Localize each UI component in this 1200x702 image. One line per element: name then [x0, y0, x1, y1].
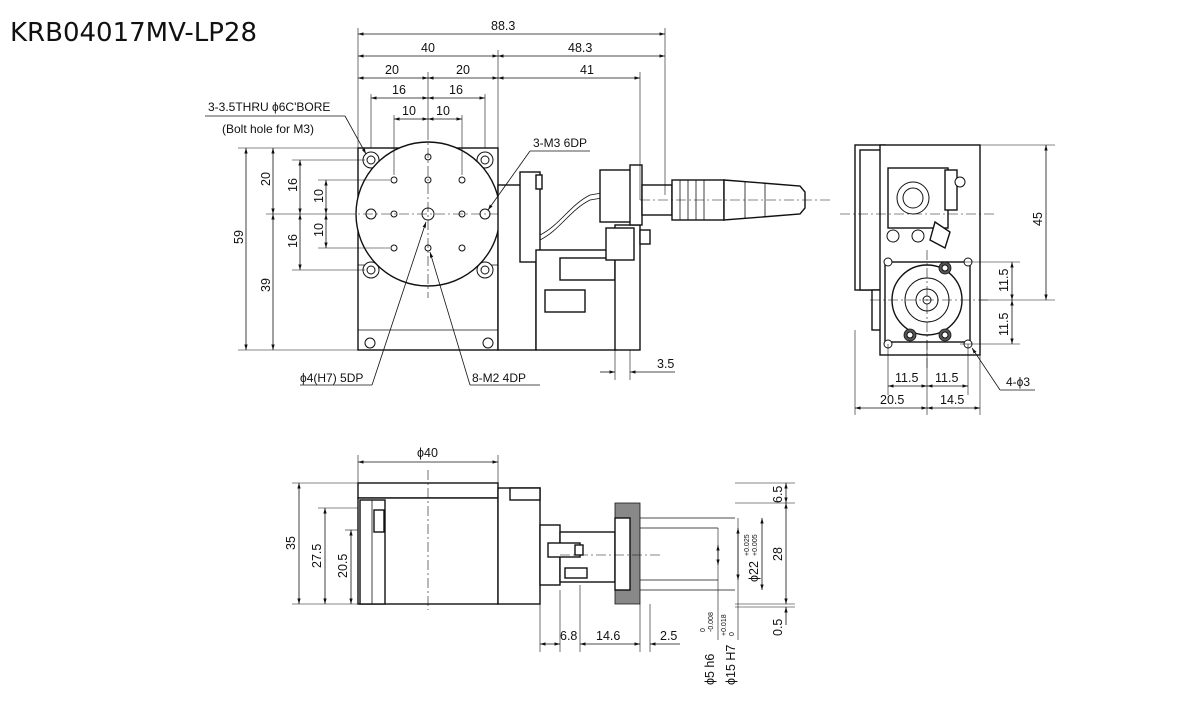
dim-h-14-6: 14.6 — [596, 629, 620, 643]
end-view: 45 11.5 11.5 11.5 11.5 20.5 14.5 4-ϕ3 — [840, 144, 1055, 415]
dim-20-a: 20 — [385, 63, 399, 77]
note-pin-hole: ϕ4(H7) 5DP — [300, 371, 363, 385]
dim-10-a: 10 — [402, 104, 416, 118]
dim-88-3: 88.3 — [491, 19, 515, 33]
end-dimensions — [854, 144, 1055, 415]
dim-v-11-5-a: 11.5 — [997, 269, 1011, 292]
drawing-title: KRB04017MV-LP28 — [10, 18, 257, 48]
front-dimensions — [292, 455, 795, 652]
dim-16-a: 16 — [392, 83, 406, 97]
dim-v-28: 28 — [771, 547, 785, 561]
dim-h-11-5-b: 11.5 — [935, 371, 958, 385]
dim-v-10-a: 10 — [312, 189, 326, 203]
dim-phi22-tol-upper: +0.025 — [744, 534, 751, 556]
dim-phi22: ϕ22 — [747, 561, 761, 582]
front-view: ϕ40 35 27.5 20.5 6.5 28 0.5 6.8 14.6 2.5… — [284, 446, 795, 685]
dim-v-45: 45 — [1031, 212, 1045, 226]
left-dimensions — [238, 147, 390, 351]
dim-v-10-b: 10 — [312, 223, 326, 237]
leaders — [205, 115, 590, 386]
dim-v-6-5: 6.5 — [771, 486, 785, 503]
dim-v-35: 35 — [284, 536, 298, 550]
note-thru-bore: 3-3.5THRU ϕ6C'BORE — [208, 100, 330, 114]
dim-v-16-a: 16 — [286, 178, 300, 192]
dim-16-b: 16 — [449, 83, 463, 97]
dim-v-20-5: 20.5 — [336, 554, 350, 578]
dim-v-0-5: 0.5 — [771, 619, 785, 636]
dim-v-39: 39 — [259, 278, 273, 292]
dim-h-11-5-a: 11.5 — [895, 371, 918, 385]
note-m3-tap: 3-M3 6DP — [533, 136, 587, 150]
dim-v-20: 20 — [259, 172, 273, 186]
dim-h-14-5: 14.5 — [940, 393, 964, 407]
dim-3-5: 3.5 — [657, 357, 674, 371]
dim-phi15-tol-upper: +0.018 — [721, 614, 728, 636]
dim-v-11-5-b: 11.5 — [997, 313, 1011, 336]
dim-phi5: ϕ5 h6 — [703, 654, 717, 685]
dim-20-b: 20 — [456, 63, 470, 77]
dim-phi40: ϕ40 — [417, 446, 438, 460]
dim-v-59: 59 — [232, 230, 246, 244]
dim-40: 40 — [421, 41, 435, 55]
note-bolt-hole: (Bolt hole for M3) — [222, 122, 314, 136]
dim-phi15: ϕ15 H7 — [724, 645, 738, 685]
note-side-holes: 4-ϕ3 — [1006, 375, 1030, 389]
dim-41: 41 — [580, 63, 594, 77]
dim-h-6-8: 6.8 — [560, 629, 577, 643]
dim-phi5-tol-lower: -0.008 — [708, 612, 715, 632]
dim-48-3: 48.3 — [568, 41, 592, 55]
dim-h-2-5: 2.5 — [660, 629, 677, 643]
top-dimensions — [357, 28, 675, 380]
dim-h-20-5: 20.5 — [880, 393, 904, 407]
dim-v-27-5: 27.5 — [310, 544, 324, 568]
dim-phi5-tol-upper: 0 — [700, 628, 707, 632]
dim-v-16-b: 16 — [286, 234, 300, 248]
top-view: 88.3 40 48.3 20 20 41 16 16 10 10 3.5 59 — [205, 19, 830, 386]
note-m2-tap: 8-M2 4DP — [472, 371, 526, 385]
dim-10-b: 10 — [436, 104, 450, 118]
cable — [539, 197, 603, 241]
dim-phi22-tol-lower: +0.005 — [752, 534, 759, 556]
dim-phi15-tol-lower: 0 — [729, 632, 736, 636]
